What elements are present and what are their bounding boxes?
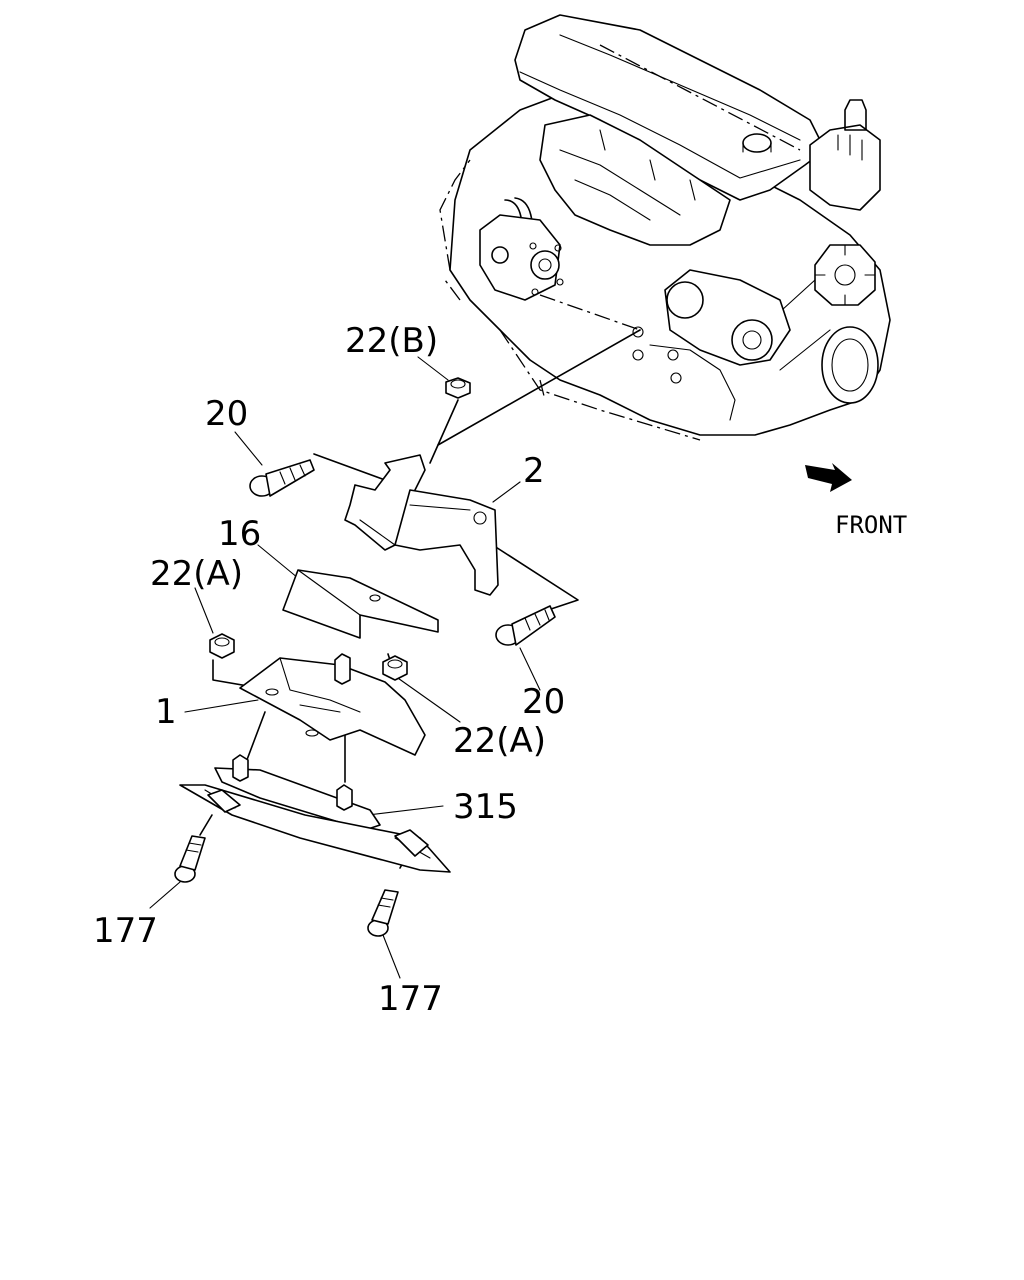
callout-bolt-right: 20 (522, 682, 565, 722)
callout-crossmember: 315 (453, 787, 518, 827)
engine-mount-1[interactable] (239, 653, 426, 756)
nut-22b[interactable] (445, 377, 471, 399)
bolt-177-left[interactable] (174, 835, 206, 883)
heat-plate-16[interactable] (282, 569, 439, 639)
callout-bracket: 2 (523, 451, 545, 491)
callout-bolt-upper: 20 (205, 394, 248, 434)
bolt-177-lower[interactable] (367, 889, 399, 937)
front-direction-label: FRONT (835, 511, 907, 539)
callout-bolt-left: 177 (93, 911, 158, 951)
bolt-20-upper[interactable] (249, 459, 315, 497)
callout-nut-a-left: 22(A) (150, 554, 243, 594)
bracket-2[interactable] (344, 454, 499, 596)
callout-mount: 1 (155, 692, 177, 732)
callout-bolt-lower: 177 (378, 979, 443, 1019)
callout-nut-b: 22(B) (345, 321, 438, 361)
front-arrow-icon (805, 463, 852, 492)
callout-nut-a-right: 22(A) (453, 721, 546, 761)
crossmember-315[interactable] (179, 754, 451, 873)
nut-22a-right[interactable] (382, 655, 408, 681)
nut-22a-left[interactable] (209, 633, 235, 659)
bolt-20-right[interactable] (495, 605, 556, 646)
callout-plate: 16 (218, 514, 261, 554)
engine-illustration (439, 14, 891, 441)
